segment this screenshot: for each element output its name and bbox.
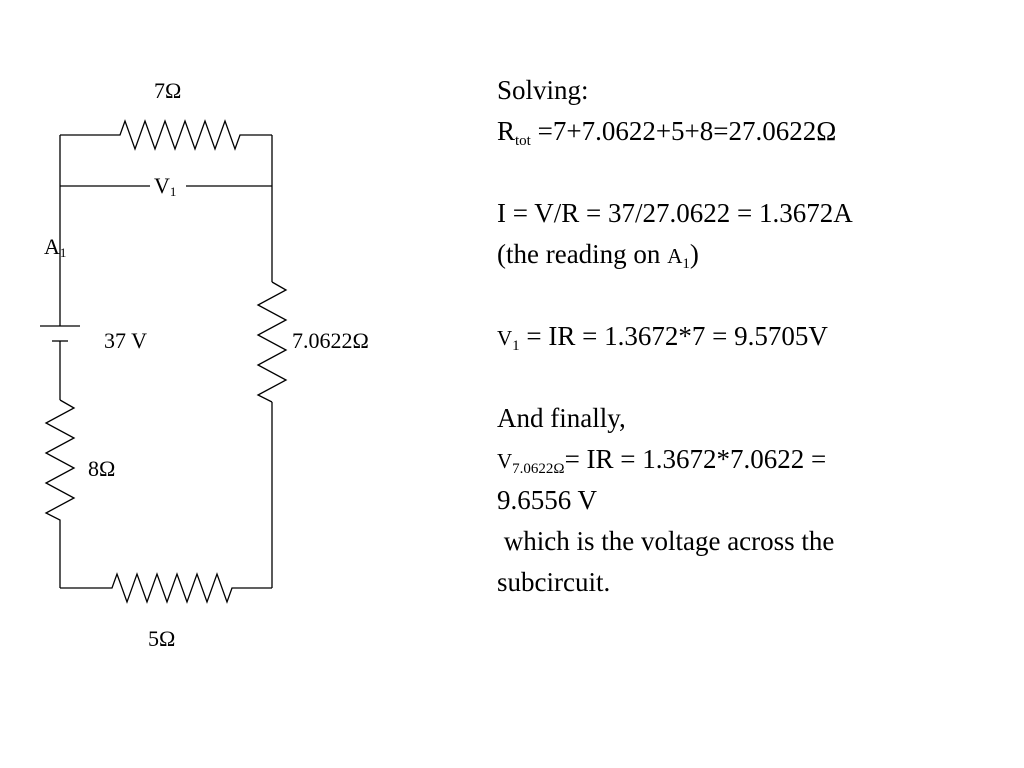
spacer — [497, 152, 1017, 193]
left-resistor — [44, 399, 76, 588]
battery-voltage-label: 37 V — [104, 328, 147, 353]
rtot-symbol: R — [497, 116, 516, 146]
subcircuit-line: subcircuit. — [497, 567, 611, 597]
ammeter-symbol: A — [44, 234, 60, 259]
reading-suffix: ) — [689, 239, 699, 269]
resistor-5-label: 5Ω — [148, 626, 176, 651]
v1-subscript: 1 — [512, 338, 520, 354]
bottom-resistor-branch — [60, 572, 272, 604]
solving-heading: Solving: — [497, 75, 589, 105]
circuit-diagram — [40, 119, 288, 604]
reading-subscript: 1 — [682, 256, 690, 272]
reading-meter: A — [667, 244, 683, 268]
v2-symbol: V — [497, 449, 513, 473]
v1-line: V1 = IR = 1.3672*7 = 9.5705V — [497, 316, 1017, 357]
rtot-subscript: tot — [515, 133, 531, 149]
resistor-7-label: 7Ω — [154, 78, 182, 103]
voltmeter-v1-label: V1 — [154, 173, 177, 199]
v2-subscript: 7.0622Ω — [512, 461, 565, 477]
v1-symbol: V — [497, 326, 513, 350]
right-resistor — [256, 281, 288, 403]
v2-expression: = IR = 1.3672*7.0622 = — [564, 444, 827, 474]
v2-line: V7.0622Ω= IR = 1.3672*7.0622 = — [497, 439, 1017, 480]
resistor-7-0622-label: 7.0622Ω — [292, 328, 369, 353]
finally-line: And finally, — [497, 403, 626, 433]
reading-prefix: (the reading on — [497, 239, 668, 269]
v1-expression: = IR = 1.3672*7 = 9.5705V — [519, 321, 828, 351]
total-resistance-line: Rtot =7+7.0622+5+8=27.0622Ω — [497, 111, 1017, 152]
ammeter-a1-label: A1 — [44, 234, 67, 260]
spacer — [497, 357, 1017, 398]
solution-text: Solving: Rtot =7+7.0622+5+8=27.0622Ω I =… — [497, 70, 1017, 603]
ammeter-subscript: 1 — [59, 245, 67, 260]
spacer — [497, 275, 1017, 316]
voltmeter-subscript: 1 — [169, 184, 177, 199]
voltmeter-symbol: V — [154, 173, 170, 198]
top-resistor-branch — [60, 119, 272, 151]
which-line: which is the voltage across the — [497, 526, 835, 556]
rtot-expression: =7+7.0622+5+8=27.0622Ω — [530, 116, 837, 146]
v2-value-line: 9.6556 V — [497, 485, 598, 515]
current-line: I = V/R = 37/27.0622 = 1.3672A — [497, 198, 853, 228]
reading-line: (the reading on A1) — [497, 234, 1017, 275]
resistor-8-label: 8Ω — [88, 456, 116, 481]
